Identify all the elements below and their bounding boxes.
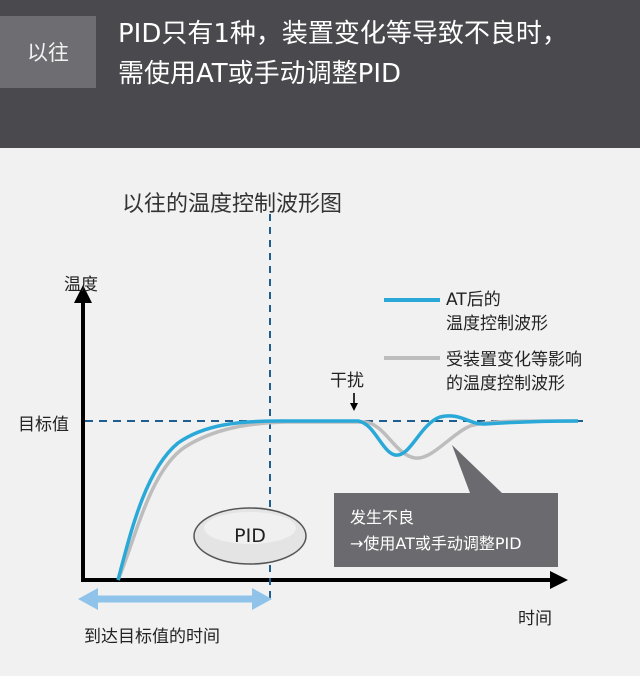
callout-pointer [452,445,502,493]
legend-gray-line1: 受装置变化等影响 [446,350,582,370]
disturbance-arrowhead [350,403,358,411]
disturbance-label: 干扰 [330,371,364,391]
header-badge: 以往 [0,16,96,88]
time-arrow-left-head [78,588,98,610]
legend-blue-text: AT后的 温度控制波形 [446,288,548,336]
x-axis-arrowhead [550,571,568,589]
legend-gray-text: 受装置变化等影响 的温度控制波形 [446,348,582,396]
time-to-target-label: 到达目标值的时间 [84,627,220,647]
blue-waveform [116,414,579,581]
y-axis-arrowhead [74,285,92,303]
callout-line1: 发生不良 [350,508,415,527]
pid-ellipse-highlight [204,512,296,544]
legend-blue-line2: 温度控制波形 [446,314,548,334]
x-axis-label: 时间 [518,609,552,629]
setpoint-label: 目标值 [18,415,69,435]
legend-blue-line1: AT后的 [446,290,501,310]
y-axis-label: 温度 [64,275,98,295]
callout-box: 发生不良 →使用AT或手动调整PID [334,493,558,567]
time-arrow-right-head [252,588,272,610]
header-text: PID只有1种，装置变化等导致不良时， 需使用AT或手动调整PID [118,14,628,94]
header-banner: 以往 PID只有1种，装置变化等导致不良时， 需使用AT或手动调整PID [0,0,640,148]
pid-label: PID [234,525,266,547]
chart-title: 以往的温度控制波形图 [122,192,343,217]
header-line-1: PID只有1种，装置变化等导致不良时， [118,19,568,49]
legend-gray-line2: 的温度控制波形 [446,374,565,394]
callout-line2: →使用AT或手动调整PID [350,534,522,553]
header-line-2: 需使用AT或手动调整PID [118,59,402,89]
